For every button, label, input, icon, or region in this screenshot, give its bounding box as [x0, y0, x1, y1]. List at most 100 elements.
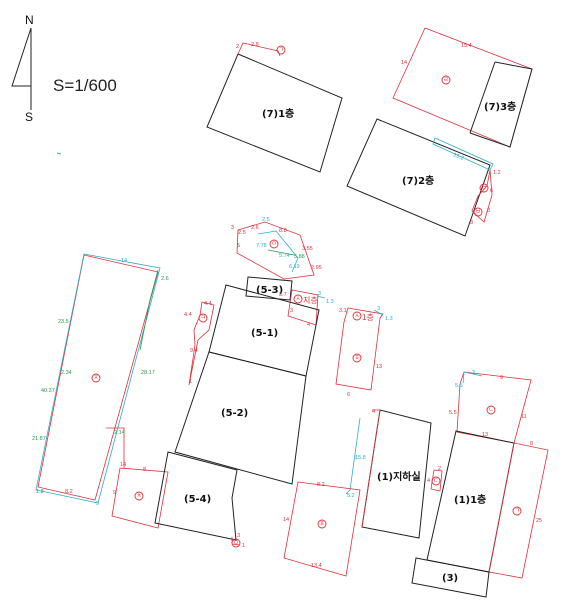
marker-c — [473, 207, 483, 217]
marker-suffix: 1층 — [362, 313, 374, 322]
building-7-1f — [206, 53, 343, 173]
parcel-ga-right — [488, 442, 549, 579]
marker-d — [431, 476, 441, 486]
dim-label: 13.4 — [311, 563, 322, 569]
marker-si1 — [352, 311, 362, 321]
dim-label: 1 — [189, 379, 192, 385]
dim-label: 3.1 — [339, 308, 347, 314]
dim-label: 14 — [120, 462, 126, 468]
dim-label: 1.3 — [326, 299, 334, 305]
dim-label: 14 — [401, 60, 407, 66]
dim-label: 5.5 — [449, 410, 457, 416]
dim-label: 6.19 — [289, 264, 300, 270]
marker-p — [317, 519, 327, 529]
parcel-ja-cyan — [35, 253, 161, 504]
north-label: N — [25, 13, 34, 27]
dim-label: 11 — [521, 414, 527, 420]
marker-label: ㄹ — [443, 77, 449, 84]
dim-label: 5.74 — [279, 253, 290, 259]
dim-label: 2.5 — [238, 230, 246, 236]
dim-label: 5.2 — [347, 493, 355, 499]
building-5-2-label: (5-2) — [221, 408, 248, 419]
dim-label: 3 — [290, 308, 293, 314]
dim-label: 3 — [237, 533, 240, 539]
building-1-1f-label: (1)1층 — [454, 493, 486, 506]
dim-label: 14 — [121, 258, 127, 264]
dim-label: 8.8 — [279, 228, 287, 234]
dim-label: 2.95 — [311, 265, 322, 271]
dim-label: 2.8 — [251, 42, 259, 48]
parcel-si1 — [335, 307, 384, 391]
marker-label: ㄱ — [278, 47, 284, 54]
dim-label: 9.4 — [190, 348, 198, 354]
dim-label: 3 — [470, 220, 473, 226]
building-5-1-label: (5-1) — [251, 328, 278, 339]
marker-o — [269, 239, 279, 249]
dim-label: 5 — [96, 501, 99, 507]
marker-label: ㅎ — [354, 355, 360, 362]
dim-label: 8 — [143, 467, 146, 473]
marker-si2 — [293, 294, 303, 304]
dim-label: 3 — [377, 306, 380, 312]
dim-label: 15.4 — [461, 43, 472, 49]
building-7-2f-label: (7)2층 — [402, 174, 434, 187]
dim-label: 1.3 — [385, 316, 393, 322]
marker-r — [441, 75, 451, 85]
parcel-cha — [111, 467, 169, 529]
building-5-3 — [245, 276, 293, 301]
marker-label: ㅊ — [136, 493, 142, 500]
building-7-2f — [346, 118, 491, 237]
dim-label: 3 — [231, 225, 234, 231]
parcel-ka — [188, 301, 215, 386]
dim-label: 3.55 — [302, 246, 313, 252]
building-1-basement-label: (1)지하실 — [377, 470, 421, 483]
dim-label: 3.7 — [279, 292, 287, 298]
marker-label: ㅅ — [354, 313, 360, 320]
dim-label: 4.4 — [184, 312, 192, 318]
parcel-ja — [37, 254, 159, 501]
building-3 — [411, 557, 490, 598]
dim-label: 4 — [372, 409, 375, 415]
marker-n — [486, 405, 496, 415]
dim-label: 25 — [536, 518, 542, 524]
dim-label: 2.34 — [61, 370, 72, 376]
dim-label: 2.14 — [114, 430, 125, 436]
marker-label: ㅋ — [200, 315, 206, 322]
marker-suffix: 지층 — [303, 296, 318, 305]
marker-label: ㅇ — [271, 241, 277, 248]
dim-label: 9 — [500, 375, 503, 381]
dim-label: 8.2 — [65, 489, 73, 495]
dim-label: 4 — [427, 478, 430, 484]
marker-label: ㅅ — [295, 296, 301, 303]
marker-ja — [91, 373, 101, 383]
dim-label: 4.4 — [204, 301, 212, 307]
dim-label: 3 — [487, 208, 490, 214]
marker-ga-right — [512, 506, 522, 516]
parcel-o — [236, 221, 315, 280]
dim-label: 14 — [283, 517, 289, 523]
marker-label: ㄱ — [514, 508, 520, 515]
dim-label: 2.6 — [161, 276, 169, 282]
dim-label: 8 — [530, 441, 533, 447]
marker-b — [479, 183, 489, 193]
dim-label: 23.5 — [58, 319, 69, 325]
dim-label: 2.5 — [262, 217, 270, 223]
building-5-4-label: (5-4) — [184, 494, 211, 505]
parcel-7-1-ext — [237, 42, 281, 57]
dim-label: 2.6 — [251, 225, 259, 231]
building-7-3f-label: (7)3층 — [484, 100, 516, 113]
dim-label: 2 — [438, 466, 441, 472]
dim-label: 28.17 — [141, 370, 155, 376]
dim-label: 21.87 — [32, 436, 46, 442]
dim-label: 5.88 — [294, 254, 305, 260]
dim-label: 13 — [482, 432, 488, 438]
marker-label: ㅍ — [319, 521, 325, 528]
dim-label: 1 — [242, 543, 245, 549]
marker-label: ㅂ — [475, 209, 481, 216]
marker-label: ㅈ — [93, 375, 99, 382]
dim-label: 5.5 — [455, 383, 463, 389]
dim-label: 1.2 — [493, 170, 501, 176]
dim-label: 6 — [490, 188, 493, 194]
dim-label: 40.37 — [41, 388, 55, 394]
